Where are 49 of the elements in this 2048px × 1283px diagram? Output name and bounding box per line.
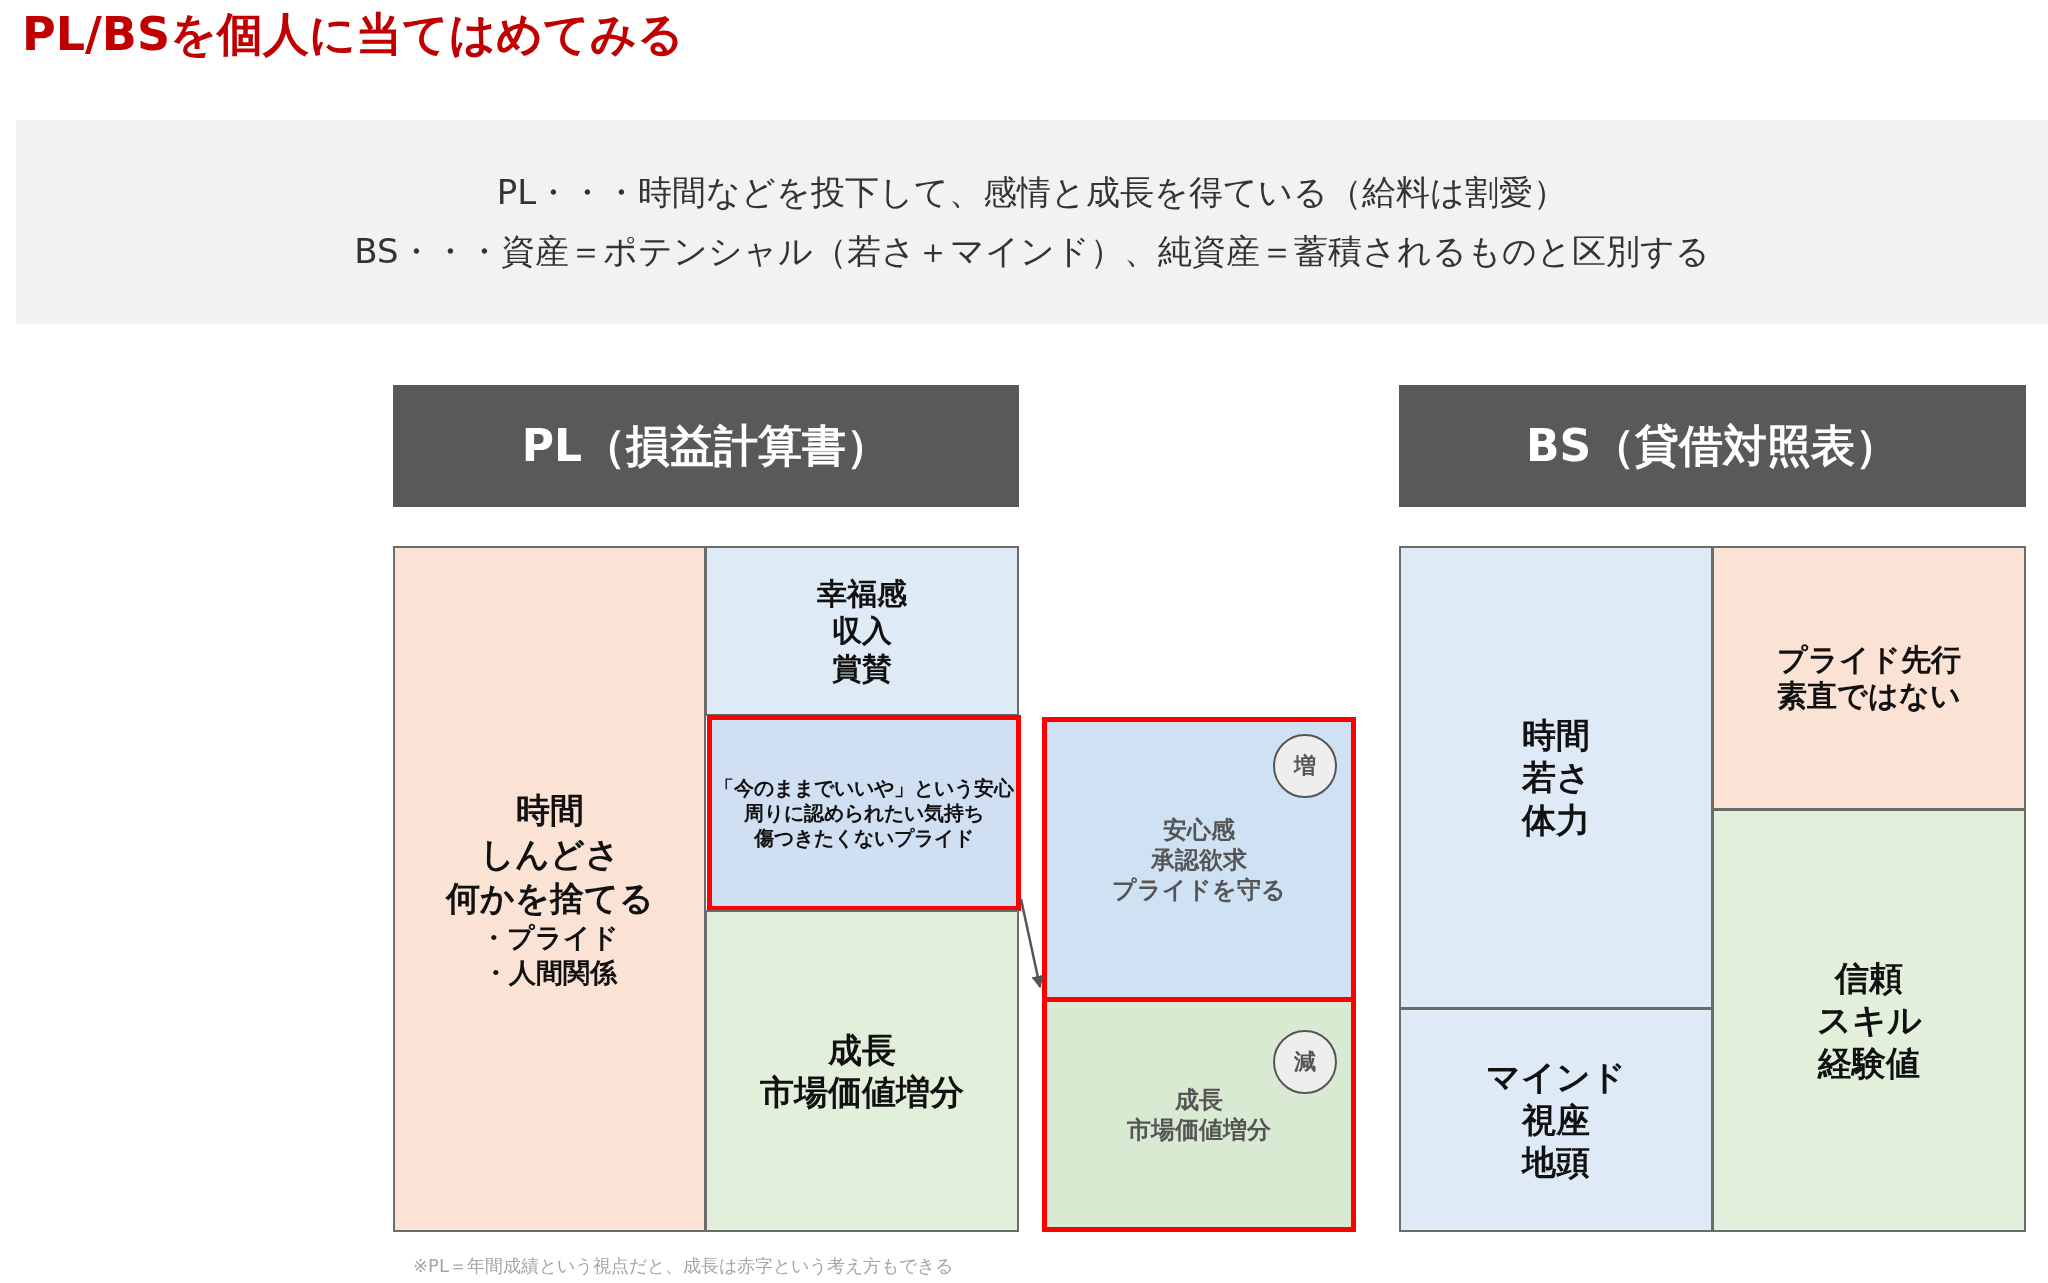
- label-text: 安心感: [1163, 814, 1235, 845]
- label-text: 信頼: [1835, 956, 1903, 1000]
- label-text: スキル: [1816, 999, 1922, 1042]
- label-text: 増: [1294, 752, 1316, 780]
- label-text: PL・・・時間などを投下して、感情と成長を得ている（給料は割愛）: [496, 170, 1568, 214]
- table-cell: [1712, 546, 2026, 810]
- page-title: PL/BSを個人に当てはめてみる: [22, 6, 685, 63]
- table-cell: [393, 546, 706, 1232]
- table-cell: [1399, 546, 1713, 1009]
- label-text: しんどさ: [479, 832, 620, 876]
- label-text: 地頭: [1522, 1141, 1590, 1184]
- label-text: PL（損益計算書）: [521, 419, 891, 473]
- label-text: 何かを捨てる: [445, 877, 654, 920]
- header-bar: [1399, 385, 2026, 507]
- label-text: 傷つきたくないプライド: [754, 825, 974, 851]
- label-text: 減: [1294, 1048, 1316, 1076]
- label-text: プライドを守る: [1112, 874, 1286, 905]
- label-text: 周りに認められたい気持ち: [744, 800, 984, 826]
- label-text: 賞賛: [832, 649, 892, 688]
- label-text: 市場価値増分: [1127, 1114, 1271, 1145]
- label-text: 幸福感: [817, 574, 907, 613]
- circle-badge: [1273, 1030, 1337, 1094]
- label-text: 視座: [1522, 1098, 1590, 1142]
- table-cell: [705, 910, 1019, 1232]
- label-text: 「今のままでいいや」という安心: [714, 775, 1014, 801]
- label-text: 成長: [828, 1028, 896, 1071]
- highlighted-box: [707, 715, 1021, 911]
- label-text: ・人間関係: [482, 956, 617, 991]
- label-text: 時間: [1522, 713, 1590, 757]
- label-text: プライド先行: [1777, 642, 1961, 678]
- table-cell: [1712, 809, 2026, 1232]
- label-text: 市場価値増分: [760, 1071, 964, 1114]
- label-text: 収入: [832, 612, 892, 650]
- label-text: BS・・・資産＝ポテンシャル（若さ＋マインド）、純資産＝蓄積されるものと区別する: [354, 230, 1710, 273]
- circle-badge: [1273, 734, 1337, 798]
- label-text: 時間: [515, 788, 584, 832]
- table-cell: [1399, 1008, 1713, 1232]
- label-text: 経験値: [1818, 1041, 1920, 1085]
- label-text: 若さ: [1521, 756, 1591, 799]
- footnote: ※PL＝年間成績という視点だと、成長は赤字という考え方もできる: [413, 1254, 953, 1278]
- label-text: 体力: [1522, 798, 1590, 842]
- table-cell: [705, 546, 1019, 716]
- label-text: 承認欲求: [1151, 844, 1247, 875]
- label-text: 成長: [1175, 1084, 1223, 1115]
- label-text: ・プライド: [480, 921, 619, 956]
- header-bar: [393, 385, 1019, 507]
- label-text: BS（貸借対照表）: [1525, 419, 1900, 473]
- label-text: 素直ではない: [1777, 678, 1961, 714]
- label-text: マインド: [1486, 1056, 1626, 1099]
